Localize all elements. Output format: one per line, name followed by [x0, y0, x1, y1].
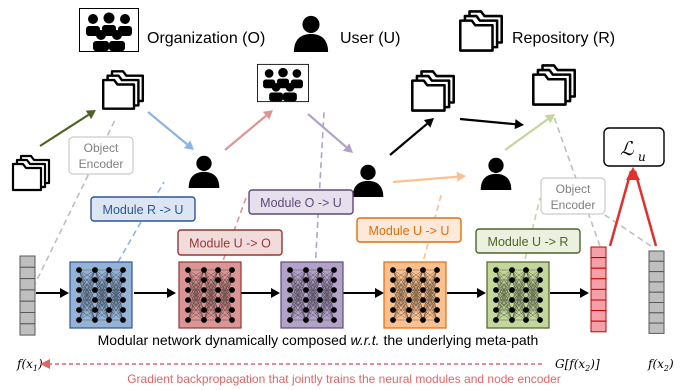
loss-arrow-left — [608, 170, 633, 247]
folder-stack-icon — [531, 64, 577, 106]
input-label-right: f(x2) — [647, 357, 674, 373]
module-labels: Module R -> U Module U -> O Module O -> U M… — [90, 189, 581, 256]
svg-text:Encoder: Encoder — [79, 157, 124, 171]
object-encoder-label-right: Object Encoder — [540, 177, 606, 215]
loss-arrowhead — [626, 167, 640, 180]
group-icon — [79, 8, 139, 52]
feature-vectors — [19, 246, 665, 336]
legend-user-label: User (U) — [340, 30, 400, 47]
svg-text:Object: Object — [556, 182, 591, 196]
input-label-left: f(x1) — [16, 357, 43, 373]
module-label-text: Module O -> U — [260, 196, 342, 210]
module-label-box: Module U -> R — [475, 228, 581, 254]
caption: Modular network dynamically composed w.r… — [98, 332, 539, 348]
folder-stack-icon — [459, 10, 503, 52]
g-output-label: G[f(x2)] — [555, 357, 600, 373]
neural-module-block — [178, 261, 242, 329]
input-vector-right — [648, 250, 665, 334]
flow-arrow — [36, 288, 69, 298]
object-encoder-label-left: Object Encoder — [68, 136, 134, 175]
legend-organization-label: Organization (O) — [147, 30, 265, 47]
neural-module-block — [486, 261, 550, 329]
module-label-box: Module U -> O — [177, 229, 283, 256]
loss-symbol: ℒ — [620, 138, 635, 160]
meta-path-arrows — [39, 110, 555, 184]
main-flow-arrows — [36, 288, 589, 298]
person-icon — [352, 164, 384, 197]
neural-module-block — [383, 261, 447, 329]
path-arrow-o-to-u — [307, 113, 353, 153]
dashed-module-u-to-u — [415, 191, 443, 289]
module-label-text: Module R -> U — [103, 203, 184, 217]
output-vector-g — [590, 246, 607, 333]
module-label-box: Module O -> U — [248, 189, 354, 215]
neural-modules — [69, 261, 550, 329]
path-arrow-u-to-r-light — [504, 114, 555, 151]
folder-stack-icon — [410, 70, 456, 112]
dashed-encoder-right-a — [553, 116, 601, 247]
neural-module-block — [69, 261, 133, 329]
path-arrow-r-to-r — [39, 110, 96, 147]
module-label-text: Module U -> U — [369, 224, 450, 238]
module-label-text: Module U -> O — [189, 237, 271, 251]
loss-box: ℒ u — [603, 127, 665, 167]
flow-arrow — [550, 288, 589, 298]
path-arrow-r-to-u — [147, 111, 194, 150]
person-icon — [480, 157, 512, 190]
loss-arrow-right — [633, 170, 658, 247]
person-icon — [293, 15, 329, 52]
flow-arrow — [447, 288, 486, 298]
flow-arrow — [134, 288, 176, 298]
flow-arrow — [238, 288, 280, 298]
module-label-box: Module U -> U — [356, 217, 462, 243]
path-arrow-u-to-o — [224, 110, 273, 151]
path-arrow-u-to-r — [389, 118, 434, 156]
group-icon — [257, 63, 309, 103]
loss-subscript: u — [638, 150, 646, 164]
gradient-arrowhead — [40, 359, 50, 369]
folder-stack-icon — [11, 154, 51, 192]
folder-stack-icon — [101, 69, 145, 111]
input-vector-left — [19, 255, 36, 336]
module-label-text: Module U -> R — [488, 235, 569, 249]
path-arrow-r-to-r-top — [459, 117, 524, 130]
module-label-box: Module R -> U — [90, 196, 196, 222]
flow-arrow — [343, 288, 384, 298]
gradient-caption: Gradient backpropagation that jointly tr… — [127, 372, 561, 386]
svg-text:Encoder: Encoder — [551, 198, 596, 212]
legend-repository-label: Repository (R) — [512, 30, 615, 47]
person-icon — [188, 155, 220, 188]
neural-module-block — [280, 261, 344, 329]
svg-text:Object: Object — [84, 141, 119, 155]
path-arrow-u-to-u — [392, 171, 466, 184]
